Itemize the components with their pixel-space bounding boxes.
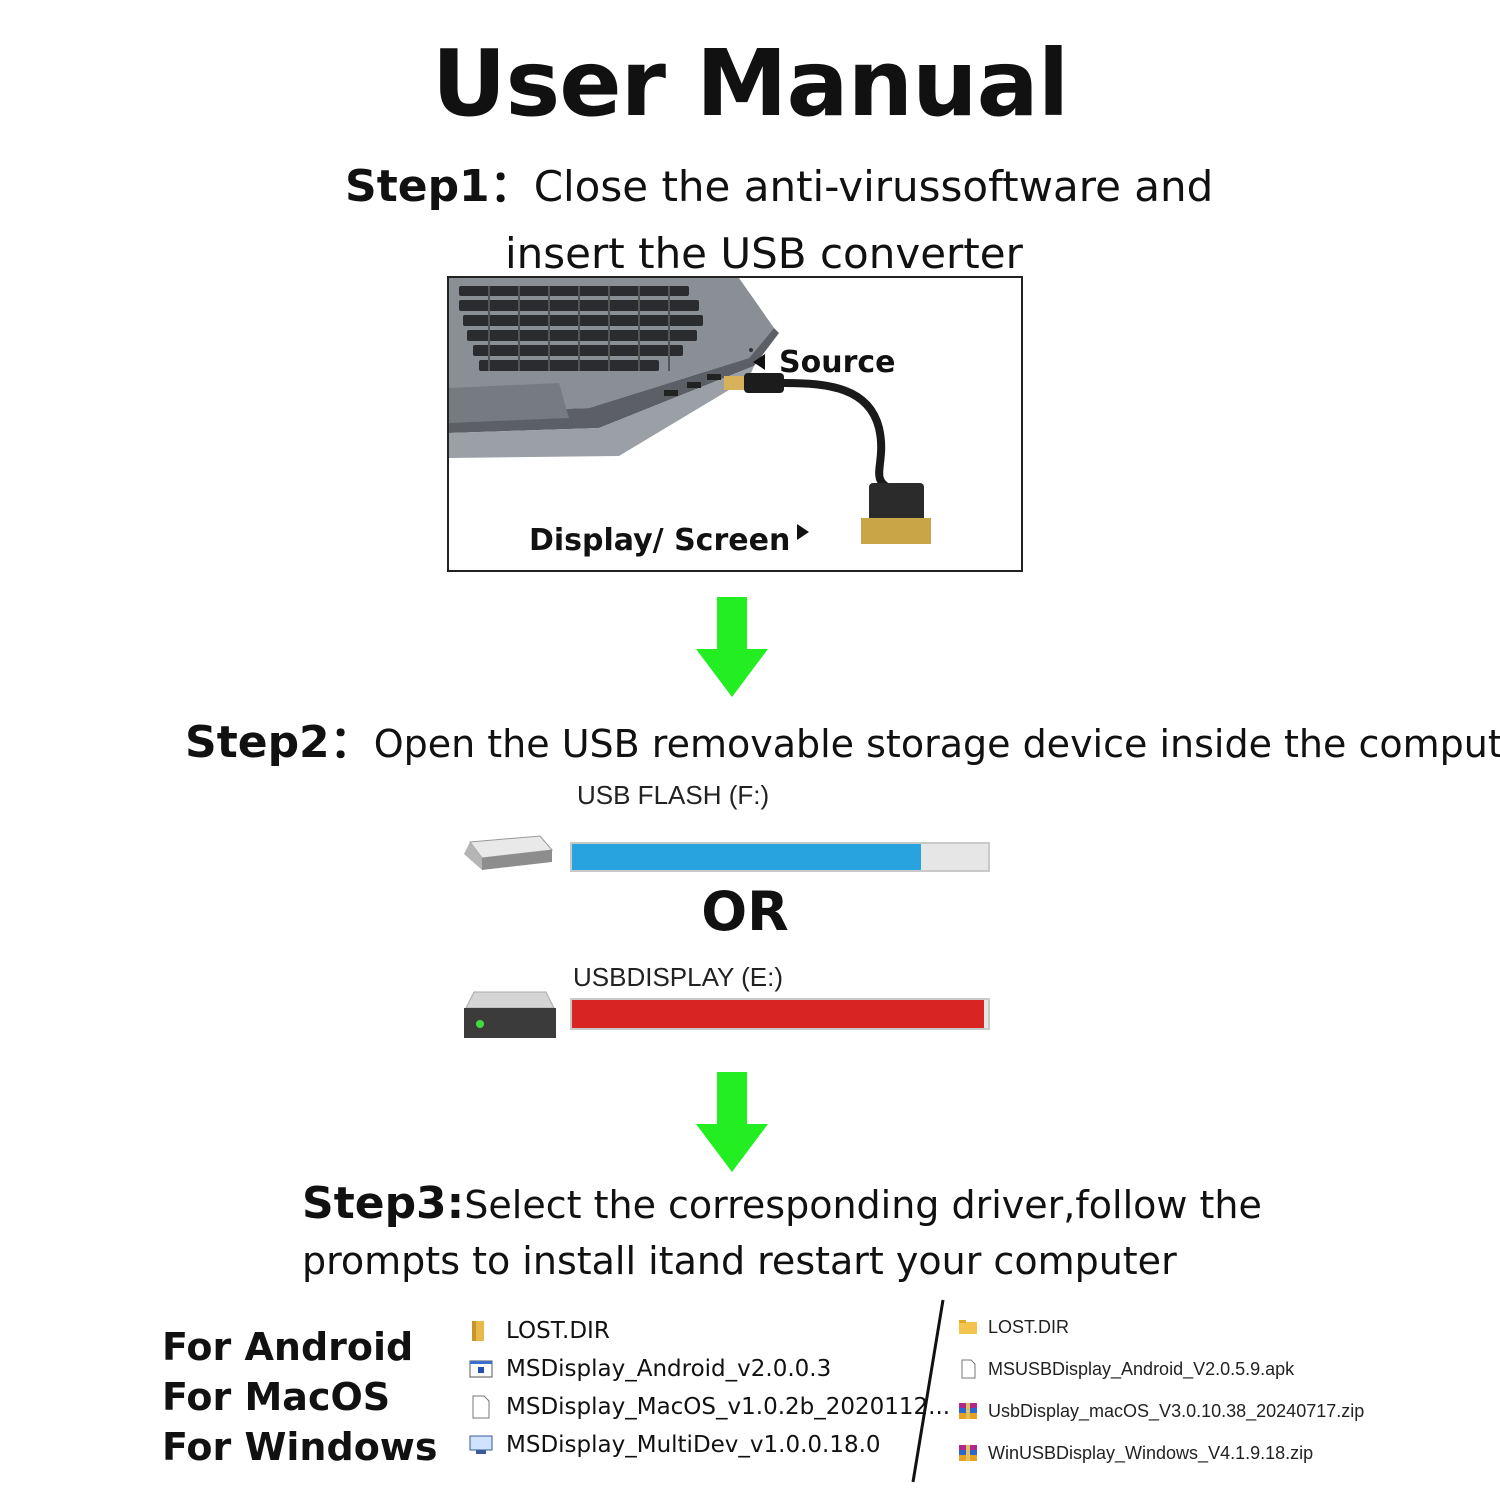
source-label: Source	[779, 345, 896, 380]
file-row[interactable]: MSUSBDisplay_Android_V2.0.5.9.apk	[958, 1348, 1364, 1390]
step3-line1: Select the corresponding driver,follow t…	[464, 1183, 1262, 1227]
installer-icon	[468, 1433, 494, 1457]
folder-icon	[958, 1317, 978, 1337]
step2-label: Step2：	[185, 717, 374, 768]
file-list-new: LOST.DIR MSUSBDisplay_Android_V2.0.5.9.a…	[958, 1306, 1364, 1474]
drive-icon	[462, 990, 558, 1042]
down-arrow-icon	[692, 1072, 772, 1172]
step1-label: Step1：	[345, 161, 534, 212]
step1-line2: insert the USB converter	[505, 229, 1023, 278]
step1-line1: Close the anti-virussoftware and	[533, 162, 1214, 211]
file-row[interactable]: MSDisplay_MacOS_v1.0.2b_2020112...	[468, 1388, 950, 1426]
archive-icon	[958, 1401, 978, 1421]
os-windows: For Windows	[162, 1425, 438, 1469]
file-row[interactable]: LOST.DIR	[958, 1306, 1364, 1348]
blank-file-icon	[468, 1395, 494, 1419]
file-row[interactable]: LOST.DIR	[468, 1312, 950, 1350]
drive1-label: USB FLASH (F:)	[577, 780, 770, 810]
step2-text: Open the USB removable storage device in…	[373, 722, 1500, 766]
file-name: MSDisplay_MultiDev_v1.0.0.18.0	[506, 1432, 881, 1458]
file-name: WinUSBDisplay_Windows_V4.1.9.18.zip	[988, 1442, 1314, 1463]
file-name: MSDisplay_MacOS_v1.0.2b_2020112...	[506, 1394, 951, 1420]
file-name: UsbDisplay_macOS_V3.0.10.38_20240717.zip	[988, 1400, 1365, 1421]
drive1-usage-bar	[570, 842, 990, 872]
step3-line2: prompts to install itand restart your co…	[302, 1239, 1177, 1283]
file-name: LOST.DIR	[506, 1318, 610, 1344]
down-arrow-icon	[692, 597, 772, 697]
file-row[interactable]: WinUSBDisplay_Windows_V4.1.9.18.zip	[958, 1432, 1364, 1474]
drive2-usage-bar	[570, 998, 990, 1030]
drive2-label: USBDISPLAY (E:)	[573, 962, 783, 992]
divider-line	[905, 1298, 949, 1484]
os-list: For Android For MacOS For Windows	[162, 1322, 438, 1472]
step3-instruction: Step3:Select the corresponding driver,fo…	[302, 1180, 1262, 1293]
laptop-connection-illustration: Source Display/ Screen	[447, 276, 1023, 572]
folder-icon	[468, 1319, 494, 1343]
archive-icon	[958, 1443, 978, 1463]
app-window-icon	[468, 1357, 494, 1381]
or-separator: OR	[701, 880, 789, 943]
step1-instruction: Step1：Close the anti-virussoftware and i…	[345, 158, 1213, 283]
drive2-usage-fill	[572, 1000, 984, 1028]
drive-icon	[462, 832, 554, 876]
display-screen-label: Display/ Screen	[529, 523, 790, 558]
drive1-usage-fill	[572, 844, 922, 870]
os-android: For Android	[162, 1325, 414, 1369]
step3-label: Step3:	[302, 1178, 465, 1229]
file-list-old: LOST.DIR MSDisplay_Android_v2.0.0.3 MSDi…	[468, 1312, 950, 1464]
file-name: MSDisplay_Android_v2.0.0.3	[506, 1356, 832, 1382]
laptop-cable-drawing: Source Display/ Screen	[449, 278, 931, 558]
step2-instruction: Step2：Open the USB removable storage dev…	[185, 706, 1500, 770]
blank-file-icon	[958, 1359, 978, 1379]
os-macos: For MacOS	[162, 1375, 391, 1419]
page-title: User Manual	[431, 30, 1070, 137]
file-row[interactable]: MSDisplay_Android_v2.0.0.3	[468, 1350, 950, 1388]
file-name: MSUSBDisplay_Android_V2.0.5.9.apk	[988, 1358, 1295, 1379]
file-row[interactable]: UsbDisplay_macOS_V3.0.10.38_20240717.zip	[958, 1390, 1364, 1432]
file-row[interactable]: MSDisplay_MultiDev_v1.0.0.18.0	[468, 1426, 950, 1464]
file-name: LOST.DIR	[988, 1316, 1070, 1337]
